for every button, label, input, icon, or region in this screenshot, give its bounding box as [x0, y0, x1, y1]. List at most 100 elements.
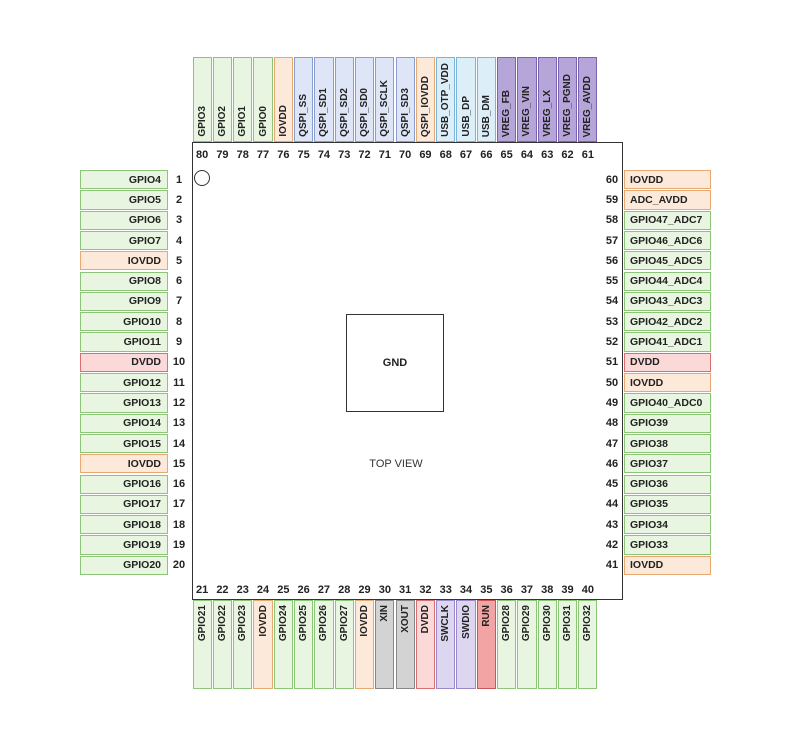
pin-label: GPIO31	[557, 600, 578, 689]
pin-label: GPIO40_ADC0	[624, 393, 711, 413]
pin-label: USB_DM	[476, 57, 496, 142]
pin-number: 14	[172, 437, 186, 450]
pin-label: QSPI_SD0	[354, 57, 375, 142]
pin-label: GPIO13	[80, 393, 168, 413]
pin-label: ADC_AVDD	[624, 190, 711, 210]
pin1-marker	[194, 170, 210, 186]
pin-number: 5	[175, 254, 183, 267]
pin-number: 64	[520, 149, 534, 161]
pin-number: 80	[196, 149, 209, 161]
pin-number: 6	[175, 275, 183, 288]
pin-number: 32	[419, 584, 432, 596]
pin-label: DVDD	[624, 352, 711, 372]
top-view-label: TOP VIEW	[369, 458, 423, 470]
pin-number: 35	[480, 584, 493, 596]
pin-label-text: QSPI_SD1	[318, 88, 330, 137]
pin-label: GPIO4	[80, 170, 168, 190]
pin-number: 61	[581, 149, 594, 161]
pin-label: GPIO39	[624, 413, 711, 433]
pin-label-text: GPIO31	[562, 605, 574, 642]
pin-number: 1	[175, 173, 183, 186]
pin-label: GPIO29	[517, 600, 537, 689]
pin-label: GPIO16	[80, 474, 168, 494]
gnd-pad: GND	[346, 314, 444, 412]
pin-label: VREG_AVDD	[578, 57, 598, 142]
pin-label: GPIO11	[80, 332, 168, 352]
pin-number: 25	[277, 584, 290, 596]
gnd-label: GND	[382, 357, 408, 369]
pin-label: IOVDD	[253, 600, 273, 689]
pin-label-text: GPIO23	[237, 605, 249, 642]
chip-package	[192, 142, 623, 600]
pin-number: 15	[172, 457, 186, 470]
pin-number: 22	[216, 584, 229, 596]
pin-label-text: GPIO25	[298, 605, 310, 642]
pin-number: 18	[172, 518, 186, 531]
pin-number: 60	[605, 173, 619, 186]
pin-label-text: GPIO2	[216, 106, 228, 137]
pin-label: SWCLK	[436, 600, 456, 689]
pin-label: GPIO2	[212, 57, 233, 142]
pin-label-text: USB_DP	[460, 96, 472, 137]
pin-number: 23	[236, 584, 249, 596]
pin-label: DVDD	[415, 600, 436, 689]
pin-label-text: IOVDD	[359, 605, 371, 637]
pin-label: RUN	[476, 600, 496, 689]
pin-label-text: QSPI_SS	[298, 94, 310, 137]
pin-number: 56	[605, 254, 619, 267]
pin-label: GPIO38	[624, 433, 711, 454]
pin-number: 71	[378, 149, 391, 161]
pin-label: IOVDD	[354, 600, 375, 689]
pin-number: 4	[175, 234, 183, 247]
pin-label: GPIO1	[233, 57, 253, 142]
pin-label: GPIO15	[80, 433, 168, 454]
pin-number: 17	[172, 498, 186, 511]
pin-label: GPIO45_ADC5	[624, 251, 711, 271]
pin-label: XOUT	[395, 600, 415, 689]
pin-label: GPIO25	[294, 600, 314, 689]
pin-label-text: GPIO0	[257, 106, 269, 137]
pin-label: VREG_LX	[537, 57, 557, 142]
pin-label: GPIO35	[624, 494, 711, 515]
pin-number: 70	[399, 149, 412, 161]
pin-label: IOVDD	[624, 170, 711, 190]
pin-number: 53	[605, 315, 619, 328]
pin-label-text: QSPI_IOVDD	[419, 75, 431, 137]
pin-number: 29	[358, 584, 371, 596]
pin-label-text: GPIO26	[318, 605, 330, 642]
pin-label-text: GPIO1	[237, 106, 249, 137]
pin-number: 58	[605, 214, 619, 227]
pin-label-text: GPIO21	[196, 605, 208, 642]
pin-number: 72	[358, 149, 371, 161]
pin-label: QSPI_SD2	[334, 57, 354, 142]
pin-number: 73	[338, 149, 351, 161]
pin-label: GPIO28	[497, 600, 517, 689]
pin-label: QSPI_IOVDD	[415, 57, 436, 142]
pin-number: 65	[500, 149, 513, 161]
pin-number: 12	[172, 396, 186, 409]
pin-number: 49	[605, 396, 619, 409]
pin-number: 48	[605, 417, 619, 430]
pin-label: GPIO26	[314, 600, 334, 689]
pin-label-text: VREG_LX	[541, 90, 553, 137]
pin-label: IOVDD	[273, 57, 293, 142]
pin-label: GPIO27	[334, 600, 354, 689]
pin-label-text: QSPI_SD3	[399, 88, 411, 137]
pin-number: 44	[605, 498, 619, 511]
pin-label: GPIO6	[80, 210, 168, 230]
pin-label: USB_DP	[456, 57, 476, 142]
pin-label: GPIO23	[233, 600, 253, 689]
pin-label: GPIO12	[80, 373, 168, 393]
pin-label-text: DVDD	[419, 605, 431, 634]
pin-number: 13	[172, 417, 186, 430]
pin-label: GPIO0	[253, 57, 273, 142]
pin-number: 8	[175, 315, 183, 328]
pin-number: 39	[561, 584, 574, 596]
pin-number: 41	[605, 559, 619, 572]
pin-label-text: VREG_VIN	[521, 86, 533, 137]
pin-label-text: USB_OTP_VDD	[440, 63, 452, 137]
pin-label: GPIO32	[578, 600, 598, 689]
pin-label: GPIO47_ADC7	[624, 210, 711, 230]
pin-number: 52	[605, 336, 619, 349]
pin-number: 37	[520, 584, 534, 596]
